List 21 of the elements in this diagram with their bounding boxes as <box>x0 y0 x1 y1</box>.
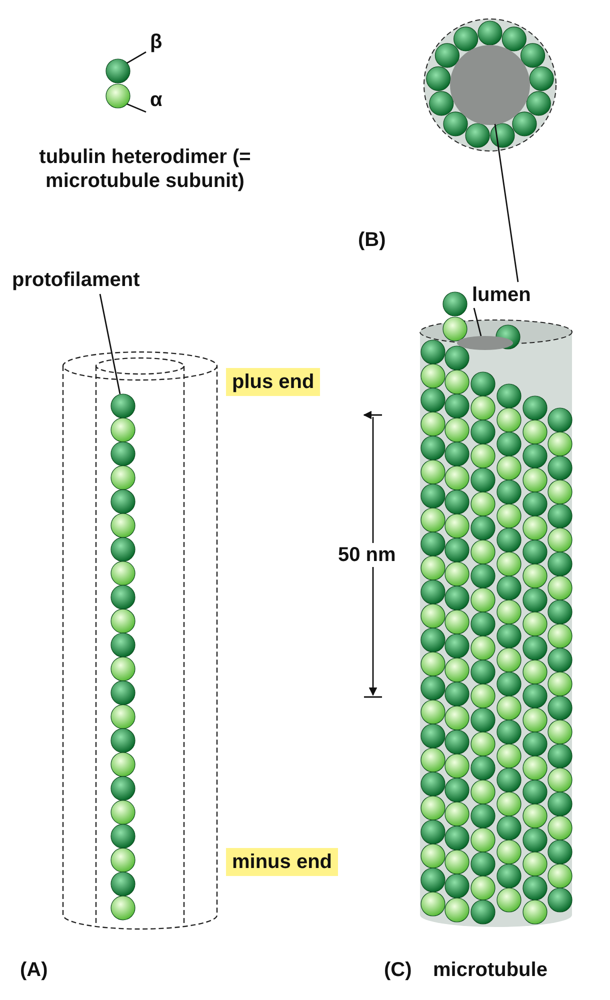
lumen-circle <box>450 45 530 125</box>
leader-line <box>99 294 121 394</box>
alpha-subunit-sphere <box>106 84 130 108</box>
panel-label: (A) <box>20 958 49 982</box>
leader-line <box>126 51 146 64</box>
part-label: protofilament <box>12 268 232 292</box>
subunit-label: α <box>150 88 180 112</box>
beta-subunit-sphere <box>106 58 130 84</box>
caption-text: tubulin heterodimer (= microtubule subunit) <box>38 145 252 193</box>
lumen-opening <box>457 336 513 350</box>
dimension-label: 50 nm <box>336 543 398 567</box>
protofilament-column <box>110 394 136 920</box>
end-label: plus end <box>226 368 320 396</box>
panel-label: (C) <box>384 958 413 982</box>
subunit-label: β <box>150 30 180 54</box>
leader-line <box>494 124 519 282</box>
leader-line <box>126 103 146 113</box>
part-label: lumen <box>472 283 552 307</box>
figure-label: microtubule <box>433 958 548 982</box>
panel-label: (B) <box>358 228 387 252</box>
end-label: minus end <box>226 848 338 876</box>
